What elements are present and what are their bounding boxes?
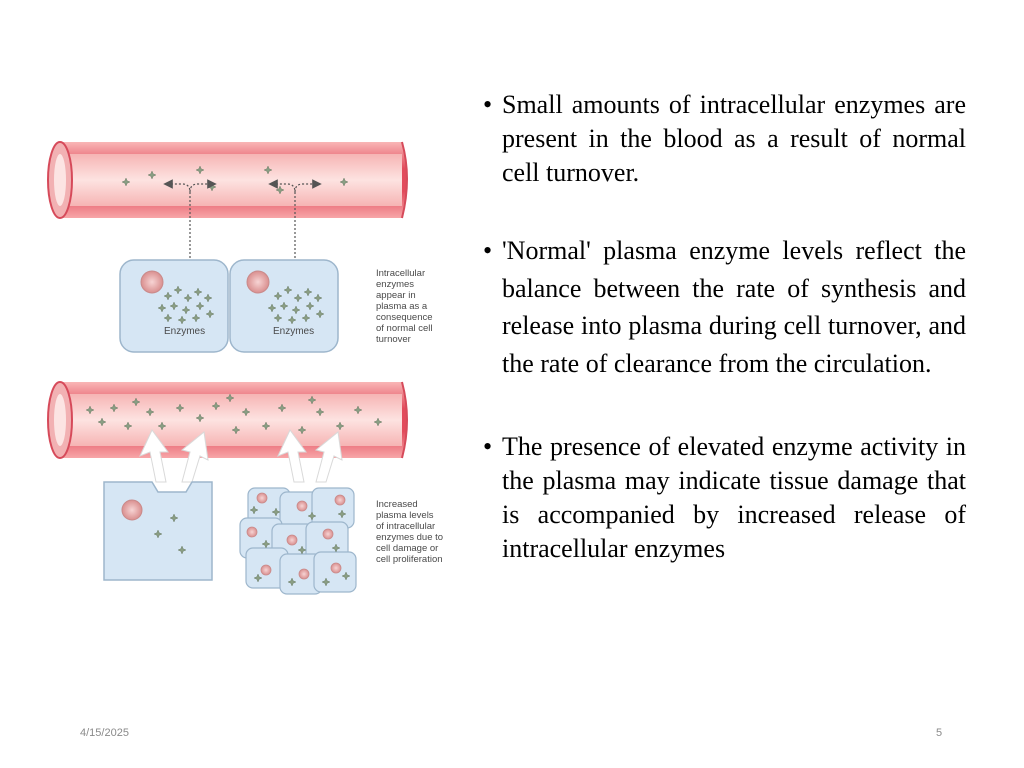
bullet-normal-turnover: Small amounts of intracellular enzymes a… [480, 88, 966, 190]
slide-number: 5 [936, 727, 943, 739]
bullet-list: Small amounts of intracellular enzymes a… [480, 88, 966, 566]
enzyme-release-illustration: Enzymes Enzymes Intracellular enzymes ap… [40, 130, 470, 600]
proliferating-cells [239, 487, 357, 595]
caption-normal-turnover: Intracellular enzymes appear in plasma a… [376, 268, 433, 345]
bullet-normal-levels: 'Normal' plasma enzyme levels reflect th… [480, 232, 966, 382]
blood-vessel-cells-diagram [47, 141, 408, 595]
caption-increased-levels: Increased plasma levels of intracellular… [376, 499, 444, 565]
enzymes-label-left: Enzymes [164, 326, 206, 337]
bottom-blood-vessel [47, 381, 408, 483]
release-arrows [139, 429, 343, 483]
normal-cells [119, 259, 339, 353]
bullet-elevated-activity: The presence of elevated enzyme activity… [480, 430, 966, 566]
top-blood-vessel [47, 141, 408, 258]
slide-date: 4/15/2025 [80, 727, 129, 739]
damaged-cell [103, 481, 213, 581]
enzymes-label-right: Enzymes [273, 326, 315, 337]
